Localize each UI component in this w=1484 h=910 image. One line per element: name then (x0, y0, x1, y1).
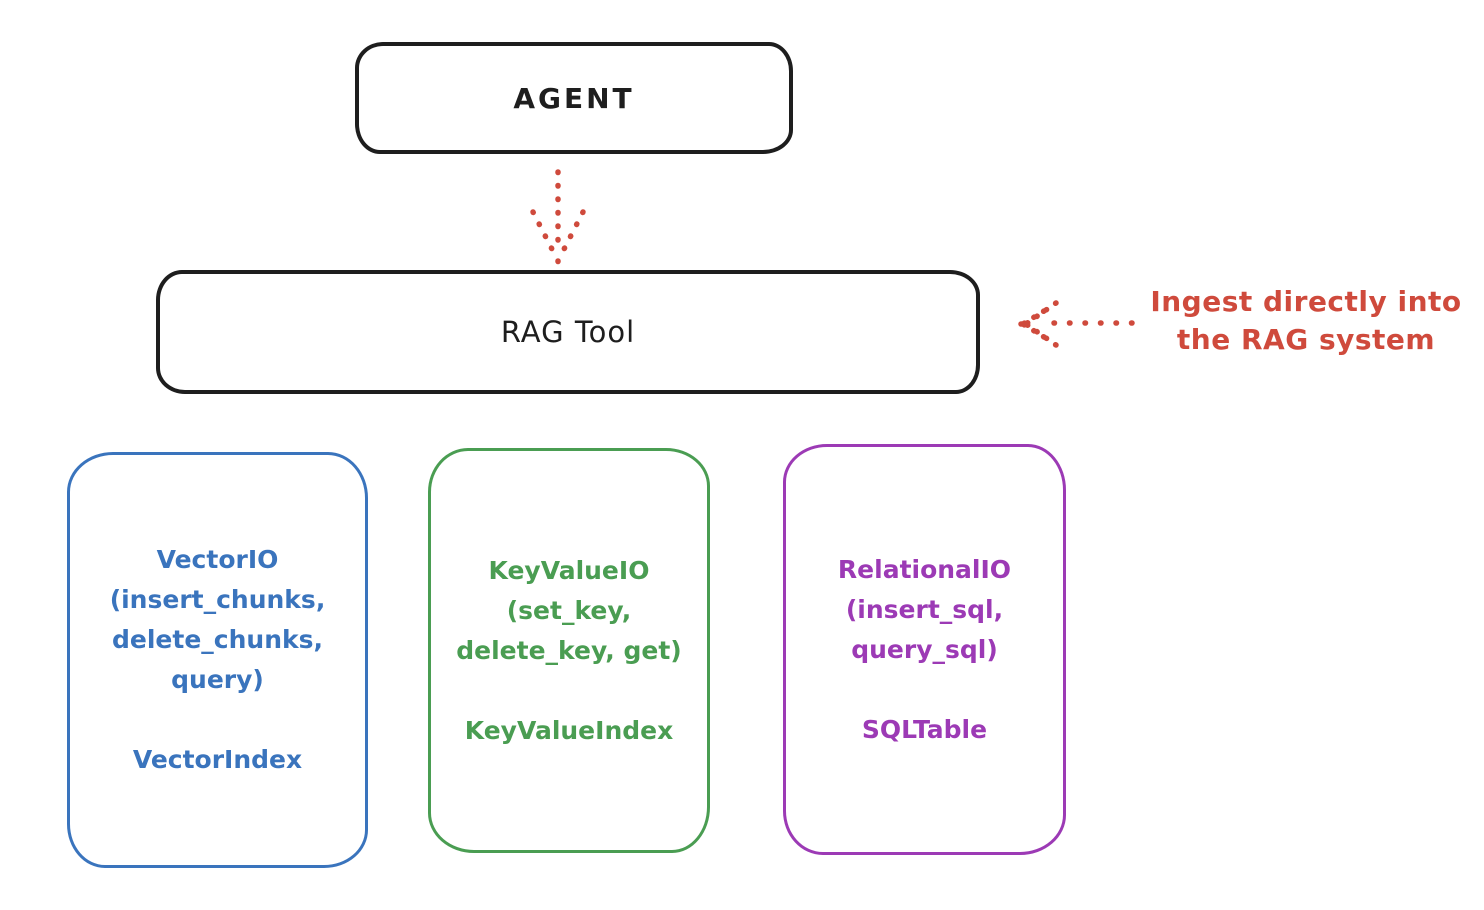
sql-table-label: SQLTable (861, 714, 988, 744)
io-line: delete_key, get) (456, 635, 682, 665)
agent-label: AGENT (513, 81, 635, 115)
dotted-arrow-down-icon (530, 169, 586, 265)
dotted-arrow-left-icon (1018, 300, 1135, 348)
io-line: KeyValueIO (488, 555, 650, 585)
io-line: query) (171, 665, 264, 694)
rag-tool-box: RAG Tool (156, 270, 980, 394)
io-line: query_sql) (851, 634, 998, 664)
io-line: VectorIO (156, 545, 279, 574)
io-line: delete_chunks, (112, 625, 323, 654)
io-line: (set_key, (506, 595, 632, 625)
ingest-annotation: Ingest directly into the RAG system (1138, 283, 1474, 359)
keyvalue-io-box: KeyValueIO (set_key, delete_key, get) Ke… (428, 448, 710, 853)
relational-io-box: RelationalIO (insert_sql, query_sql) SQL… (783, 444, 1066, 855)
io-line: RelationalIO (837, 554, 1012, 584)
keyvalue-index-label: KeyValueIndex (464, 715, 674, 745)
ingest-annotation-line2: the RAG system (1176, 323, 1436, 356)
vector-index-label: VectorIndex (132, 745, 303, 774)
io-line: (insert_sql, (845, 594, 1004, 624)
vector-io-box: VectorIO (insert_chunks, delete_chunks, … (67, 452, 368, 868)
ingest-annotation-line1: Ingest directly into (1150, 285, 1462, 318)
rag-tool-label: RAG Tool (500, 315, 636, 349)
agent-box: AGENT (355, 42, 793, 154)
io-line: (insert_chunks, (109, 585, 326, 614)
